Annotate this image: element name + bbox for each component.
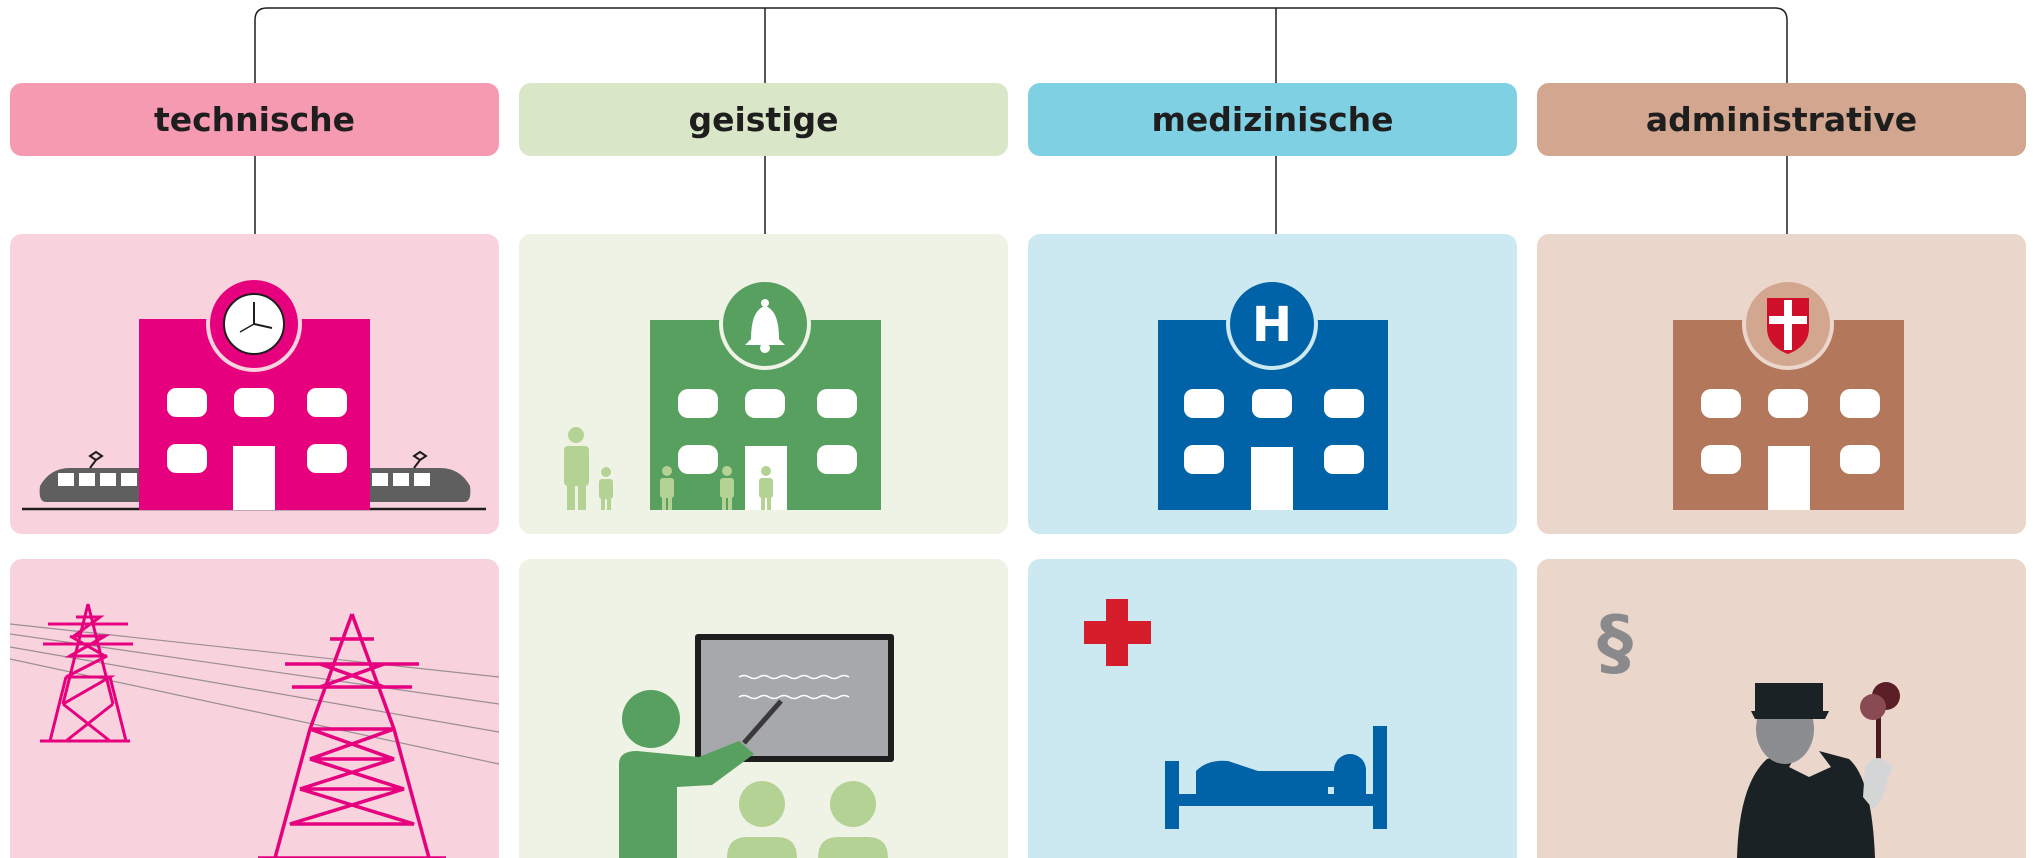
classroom-illustration (619, 634, 894, 858)
hospital-illustration: H (1158, 278, 1388, 510)
paragraph-icon: § (1597, 600, 1633, 684)
header-technische: technische (10, 83, 499, 156)
pylon-large-icon (258, 613, 446, 858)
teacher-icon (619, 690, 754, 858)
panel-classroom (519, 559, 1008, 858)
school-illustration (564, 278, 881, 510)
panel-school (519, 234, 1008, 534)
header-label: administrative (1645, 100, 1918, 139)
tram-left-icon (39, 450, 140, 502)
header-label: geistige (688, 100, 839, 139)
header-label: medizinische (1151, 100, 1394, 139)
coat-of-arms-icon (1767, 298, 1809, 354)
panel-power-pylons (10, 559, 499, 858)
judge-illustration: § (1597, 600, 1900, 858)
judge-icon (1737, 682, 1900, 858)
hospital-bed-illustration (1084, 599, 1387, 829)
power-pylons-illustration (10, 603, 499, 858)
blackboard-icon (695, 634, 894, 762)
panel-town-hall (1537, 234, 2026, 534)
header-medizinische: medizinische (1028, 83, 1517, 156)
hospital-letter-icon: H (1252, 297, 1292, 353)
students-icon (727, 781, 888, 858)
red-cross-icon (1084, 599, 1151, 666)
bell-icon (745, 299, 785, 353)
bed-icon (1165, 726, 1387, 829)
clock-icon (223, 293, 285, 355)
panel-train-station (10, 234, 499, 534)
children-icon (564, 427, 773, 510)
header-label: technische (153, 100, 356, 139)
tram-right-icon (370, 450, 471, 502)
header-geistige: geistige (519, 83, 1008, 156)
pylon-small-icon (40, 603, 133, 743)
panel-hospital-bed (1028, 559, 1517, 858)
train-station-illustration (22, 276, 486, 511)
panel-judge: § (1537, 559, 2026, 858)
town-hall-illustration (1673, 278, 1904, 510)
header-administrative: administrative (1537, 83, 2026, 156)
panel-hospital: H (1028, 234, 1517, 534)
